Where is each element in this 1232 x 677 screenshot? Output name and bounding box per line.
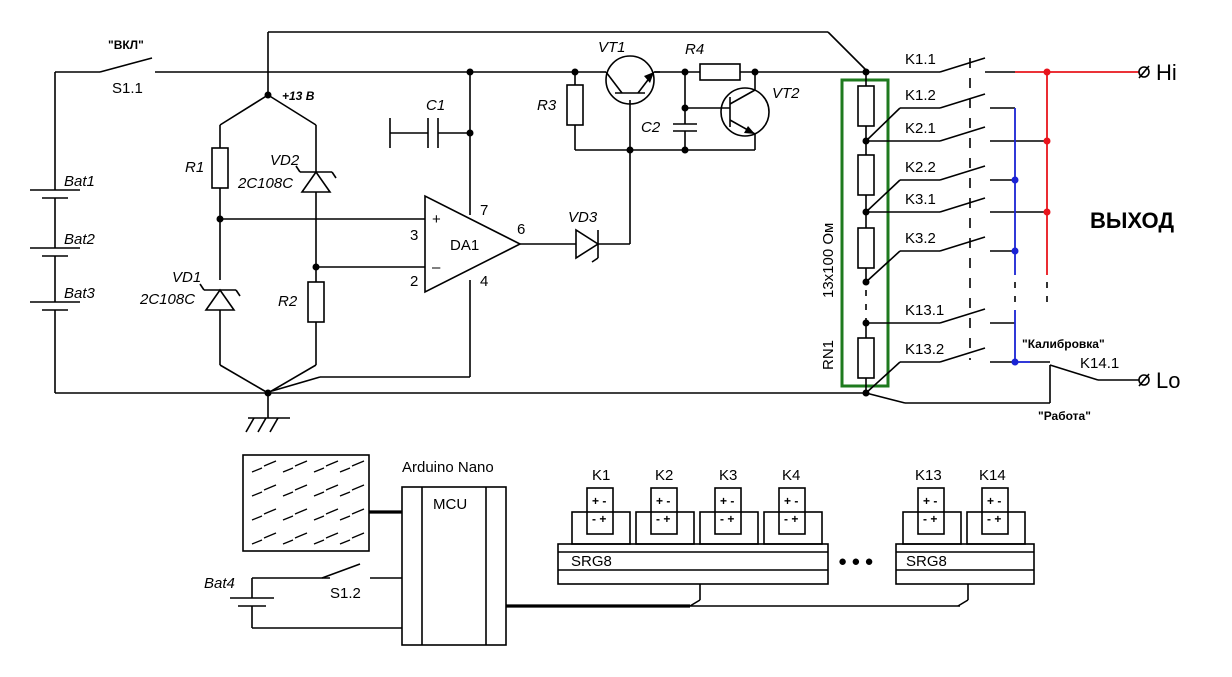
- hi-bus: [1015, 68, 1140, 302]
- srg8-board-1: SRG8: [557, 543, 829, 585]
- divider-rn1: 13x100 Ом RN1: [820, 68, 890, 397]
- lo-label: Lo: [1156, 368, 1180, 393]
- srg8-1-label: SRG8: [571, 553, 612, 570]
- regulator: R3 VT1 R4 C2 VT2: [537, 39, 800, 154]
- vt2-label: VT2: [772, 85, 800, 102]
- battery-bat4-circuit: Bat4 S1.2: [204, 563, 402, 629]
- plus13-label: +13 В: [282, 89, 315, 103]
- svg-text:+ -: + -: [592, 494, 606, 508]
- svg-text:+ -: + -: [720, 494, 734, 508]
- svg-text:- +: - +: [656, 512, 670, 526]
- arduino-label: Arduino Nano: [402, 459, 494, 476]
- svg-text:- +: - +: [987, 512, 1001, 526]
- keypad-panel: [242, 454, 402, 552]
- relay-module-k1: K1 + - - +: [571, 467, 631, 545]
- da1-pin7: 7: [480, 202, 488, 219]
- bat1-label: Bat1: [64, 173, 95, 190]
- relay-module-k3: K3 + - - +: [699, 467, 759, 545]
- output-label: ВЫХОД: [1090, 208, 1174, 233]
- reference-bridge: +13 В R1 VD1 2С108С VD2 2С108С R2: [139, 89, 471, 394]
- vd1-type-label: 2С108С: [139, 291, 195, 308]
- lo-bus: [1011, 108, 1030, 366]
- bat2-label: Bat2: [64, 231, 96, 248]
- bat3-label: Bat3: [64, 285, 96, 302]
- relay-contact-k1-1: K1.1: [905, 51, 936, 68]
- mcu-label: MCU: [433, 496, 467, 513]
- relay-contact-k3-2: K3.2: [905, 230, 936, 247]
- vd1-label: VD1: [172, 269, 201, 286]
- relay-module-k2-label: K2: [655, 467, 673, 484]
- r4-label: R4: [685, 41, 704, 58]
- relay-module-k3-label: K3: [719, 467, 737, 484]
- da1-pin4: 4: [480, 273, 488, 290]
- capacitor-c1: C1: [389, 68, 474, 215]
- c2-label: C2: [641, 119, 661, 136]
- ellipsis-dots: ● ● ●: [838, 553, 874, 570]
- svg-text:- +: - +: [592, 512, 606, 526]
- vd2-type-label: 2С108С: [237, 175, 293, 192]
- work-label: "Работа": [1038, 409, 1091, 423]
- relay-module-k4-label: K4: [782, 467, 800, 484]
- diode-vd3: VD3: [568, 100, 631, 263]
- svg-text:- +: - +: [784, 512, 798, 526]
- srg8-board-2: SRG8: [895, 543, 1035, 585]
- relay-contact-k2-2: K2.2: [905, 159, 936, 176]
- da1-pin6: 6: [517, 221, 525, 238]
- relay-module-k2: K2 + - - +: [635, 467, 695, 545]
- srg8-2-label: SRG8: [906, 553, 947, 570]
- relay-contact-k2-1: K2.1: [905, 120, 936, 137]
- s1-1-label: S1.1: [112, 80, 143, 97]
- svg-text:+ -: + -: [784, 494, 798, 508]
- relay-module-k14-label: K14: [979, 467, 1006, 484]
- vd3-label: VD3: [568, 209, 598, 226]
- relay-contact-k1-2: K1.2: [905, 87, 936, 104]
- da1-plus-label: +: [432, 211, 441, 228]
- calibration-label: "Калибровка": [1022, 337, 1105, 351]
- vt1-label: VT1: [598, 39, 626, 56]
- r3-label: R3: [537, 97, 557, 114]
- top-rail: [54, 31, 940, 190]
- da1-pin3: 3: [410, 227, 418, 244]
- s1-2-label: S1.2: [330, 585, 361, 602]
- switch-k14-1: "Калибровка" "Работа" K14.1: [1022, 337, 1140, 423]
- rn1-label: RN1: [820, 340, 837, 370]
- vd2-label: VD2: [270, 152, 300, 169]
- relay-contact-k13-2: K13.2: [905, 341, 944, 358]
- r2-label: R2: [278, 293, 298, 310]
- rn1-value-label: 13x100 Ом: [820, 223, 837, 298]
- data-bus: [506, 584, 969, 608]
- bat4-label: Bat4: [204, 575, 235, 592]
- opamp-da1: + – DA1 3 2 7 4 6: [220, 194, 576, 294]
- da1-minus-label: –: [432, 259, 441, 276]
- k14-1-label: K14.1: [1080, 355, 1119, 372]
- relay-module-k13: K13 + - - +: [902, 467, 962, 545]
- relay-module-k13-label: K13: [915, 467, 942, 484]
- ground-rail: [55, 365, 1051, 433]
- relay-contact-k3-1: K3.1: [905, 191, 936, 208]
- svg-text:- +: - +: [720, 512, 734, 526]
- relay-contact-k13-1: K13.1: [905, 302, 944, 319]
- da1-label: DA1: [450, 237, 479, 254]
- switch-s1-1: "ВКЛ" S1.1: [99, 38, 153, 97]
- da1-pin2: 2: [410, 273, 418, 290]
- relay-contacts: K1.1 K1.2 K2.1 K2.2 K3.1 K3.2 K13.1: [865, 51, 1047, 394]
- hi-label: Hi: [1156, 60, 1177, 85]
- s1-quote-label: "ВКЛ": [108, 38, 144, 52]
- r1-label: R1: [185, 159, 204, 176]
- relay-module-k14: K14 + - - +: [966, 467, 1026, 545]
- c1-label: C1: [426, 97, 445, 114]
- svg-text:+ -: + -: [656, 494, 670, 508]
- battery-stack: Bat1 Bat2 Bat3: [30, 173, 96, 393]
- relay-module-k4: K4 + - - +: [763, 467, 823, 545]
- output-terminals: Hi Lo ВЫХОД: [1090, 60, 1180, 393]
- relay-module-k1-label: K1: [592, 467, 610, 484]
- svg-text:+ -: + -: [987, 494, 1001, 508]
- svg-text:+ -: + -: [923, 494, 937, 508]
- arduino-nano: Arduino Nano MCU: [401, 459, 507, 646]
- svg-text:- +: - +: [923, 512, 937, 526]
